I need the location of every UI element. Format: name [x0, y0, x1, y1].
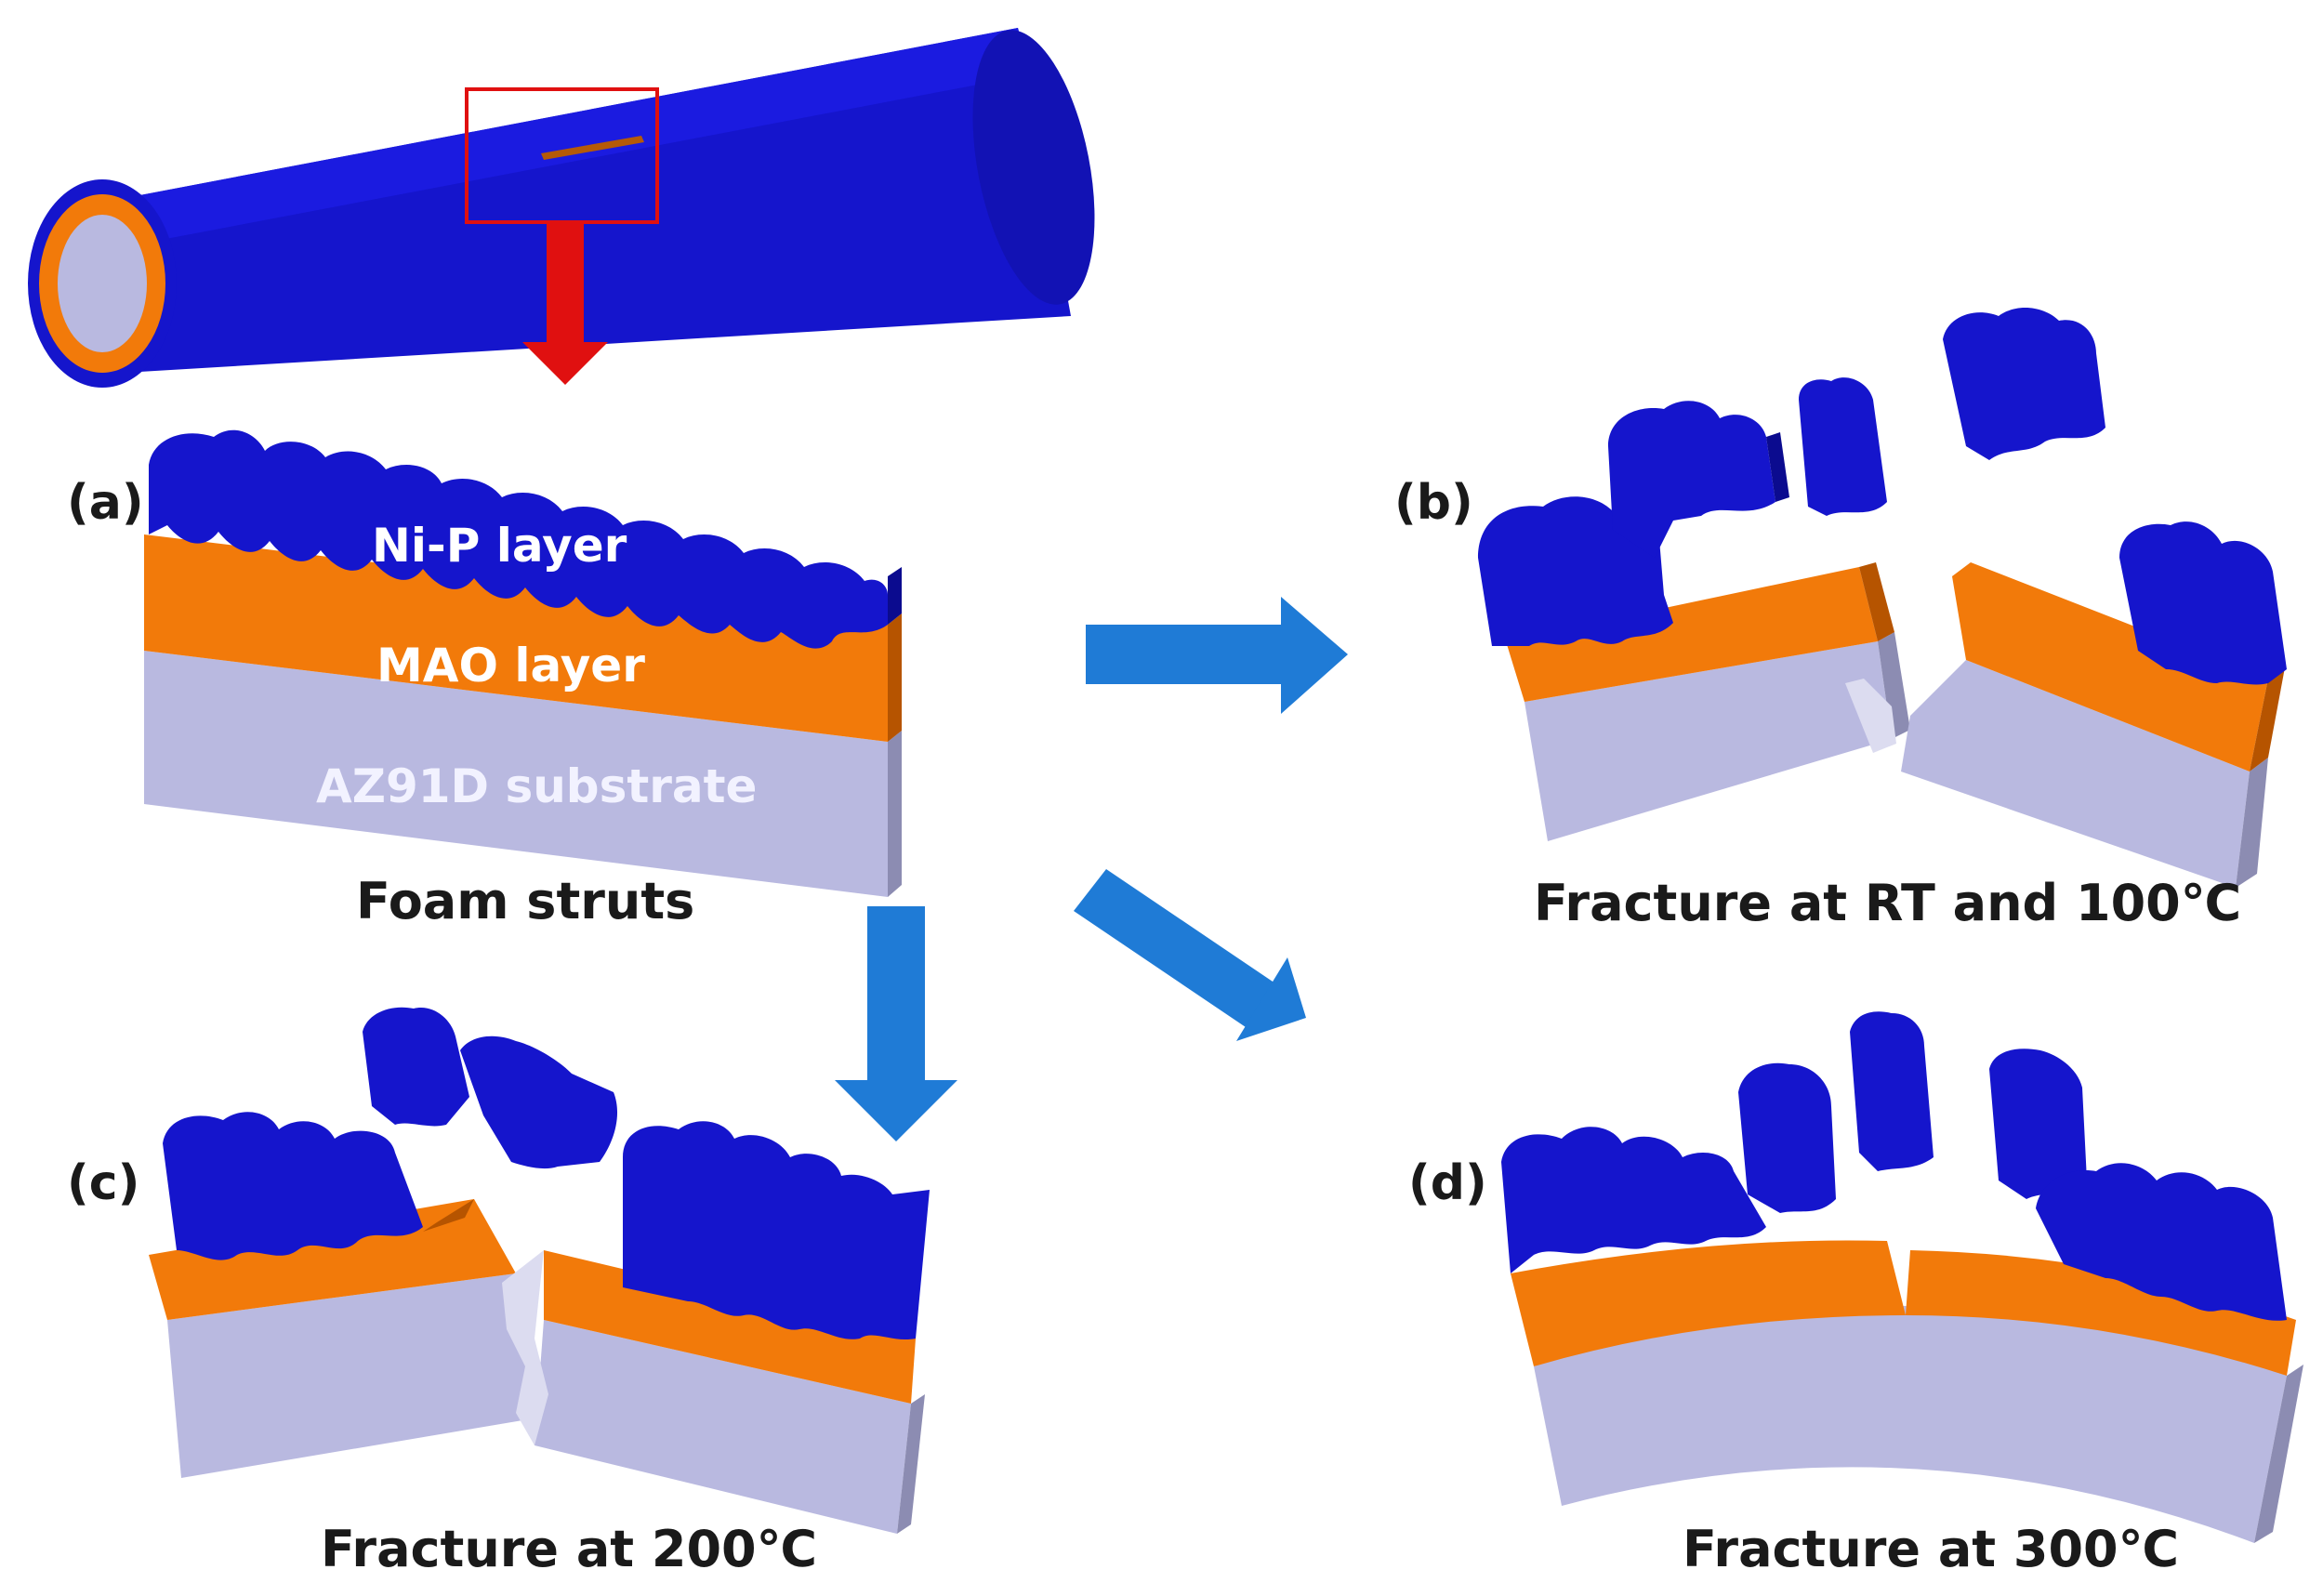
nip-fragment-1	[1738, 1062, 1836, 1213]
mao-right	[1952, 562, 2268, 772]
cylinder-end-cap	[972, 30, 1095, 305]
panel-caption-b: Fracture at RT and 100℃	[1534, 874, 2241, 932]
nip-fragment-1	[1799, 377, 1887, 516]
layer-label-nip: Ni-P layer	[372, 519, 627, 573]
nip-right	[2119, 521, 2287, 685]
arrow-to-c	[835, 906, 957, 1141]
arrow-to-d	[1074, 869, 1306, 1041]
nip-fragment-1	[363, 1007, 469, 1127]
crack-mark	[541, 136, 644, 160]
mao-left	[149, 1199, 516, 1320]
substrate-layer	[144, 651, 888, 897]
nip-fragment-3	[1989, 1049, 2087, 1199]
nip-layer	[149, 429, 888, 649]
nip-right	[623, 1121, 930, 1340]
substrate-side	[2254, 1365, 2303, 1543]
panel-tag-c: (c)	[67, 1155, 139, 1211]
substrate-right	[1901, 660, 2250, 888]
panel-tag-a: (a)	[67, 475, 144, 531]
panel-tag-d: (d)	[1408, 1155, 1487, 1211]
layer-label-substrate: AZ91D substrate	[316, 759, 757, 813]
substrate-side	[888, 731, 902, 897]
mao-left-side	[1859, 562, 1894, 641]
substrate-curved	[1534, 1305, 2287, 1543]
crack-gap	[1845, 679, 1896, 753]
substrate-right	[535, 1320, 911, 1534]
panel-c: (c) Fracture at 200℃	[67, 1007, 930, 1578]
substrate-right-side	[897, 1394, 925, 1534]
foam-strut-cylinder	[28, 28, 1095, 388]
nip-fragment-2	[1943, 307, 2105, 460]
substrate-left-side	[1878, 632, 1910, 739]
cylinder-body-top	[91, 28, 1032, 251]
substrate-left	[1524, 641, 1892, 841]
nip-left-upper	[1608, 401, 1775, 558]
panel-caption-d: Fracture at 300℃	[1683, 1520, 2179, 1578]
nip-fragment-2	[1850, 1011, 1934, 1171]
panel-caption-a: Foam struts	[356, 872, 694, 930]
mao-curved-right	[1906, 1250, 2296, 1376]
mao-layer	[144, 534, 888, 742]
mao-left-side	[423, 1199, 474, 1232]
nip-left	[163, 1112, 423, 1260]
cylinder-substrate-core	[58, 215, 147, 352]
mao-left	[1506, 567, 1878, 702]
zoom-box	[465, 87, 659, 224]
nip-left-side	[1766, 432, 1789, 502]
substrate-right-side	[2236, 758, 2268, 888]
substrate-left	[167, 1273, 539, 1478]
panel-b: (b) Fracture at RT and 100℃	[1394, 307, 2287, 932]
panel-a: Ni-P layer MAO layer AZ91D substrate (a)…	[67, 429, 902, 930]
mao-curved	[1511, 1240, 1906, 1366]
panel-d: (d) Fracture at 300℃	[1408, 1011, 2303, 1578]
red-down-arrow	[522, 223, 608, 385]
nip-right	[2036, 1163, 2287, 1321]
panel-caption-c: Fracture at 200℃	[321, 1520, 817, 1578]
panel-tag-b: (b)	[1394, 475, 1473, 531]
mao-right-side	[2250, 667, 2285, 772]
cylinder-body	[91, 28, 1071, 372]
mao-side	[888, 613, 902, 742]
nip-side	[888, 567, 902, 625]
nip-left	[1501, 1127, 1766, 1273]
nip-fragment-2	[460, 1035, 618, 1169]
arrow-to-b	[1086, 597, 1348, 714]
crack	[502, 1250, 548, 1445]
layer-label-mao: MAO layer	[376, 639, 645, 692]
